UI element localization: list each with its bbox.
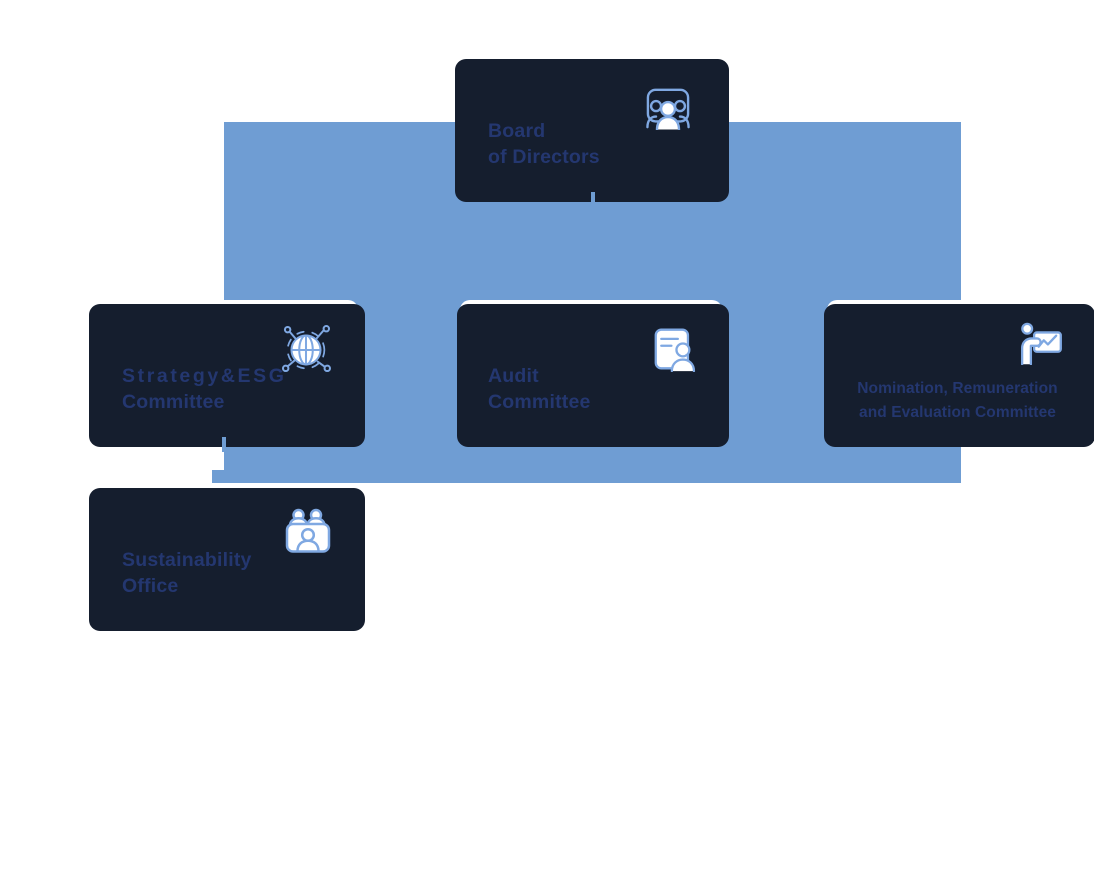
title-line: Sustainability [122, 549, 252, 571]
node-nomination-remuneration-evaluation-committee: Nomination, Remuneration and Evaluation … [824, 300, 1094, 447]
id-card-icon [652, 326, 700, 372]
connector-strip-notch [212, 470, 226, 483]
node-strategy-esg-committee: Strategy&ESG Committee [89, 300, 365, 447]
title-line: Office [122, 575, 179, 597]
node-title: Board of Directors [488, 118, 600, 170]
node-title: Strategy&ESG Committee [122, 363, 287, 415]
node-title: Sustainability Office [122, 547, 252, 599]
sustainability-up-connector [222, 437, 226, 452]
meeting-icon [283, 508, 333, 554]
node-sustainability-office: Sustainability Office [89, 484, 365, 631]
node-title: Nomination, Remuneration and Evaluation … [827, 377, 1088, 425]
title-line: Audit [488, 365, 539, 387]
node-title: Audit Committee [488, 363, 591, 415]
title-line: Nomination, Remuneration [857, 380, 1058, 397]
title-line: Board [488, 120, 546, 142]
presenter-chart-icon [1018, 322, 1064, 365]
node-board-of-directors: Board of Directors [455, 55, 729, 202]
connector-strip [224, 450, 961, 483]
people-group-icon [644, 86, 692, 130]
title-line: and Evaluation Committee [858, 404, 1057, 421]
title-line: Committee [122, 391, 225, 413]
globe-network-icon [277, 320, 335, 378]
title-line: of Directors [488, 146, 600, 168]
board-down-connector [591, 192, 595, 204]
title-line: Committee [488, 391, 591, 413]
node-audit-committee: Audit Committee [457, 300, 729, 447]
title-line: Strategy&ESG [122, 365, 287, 387]
